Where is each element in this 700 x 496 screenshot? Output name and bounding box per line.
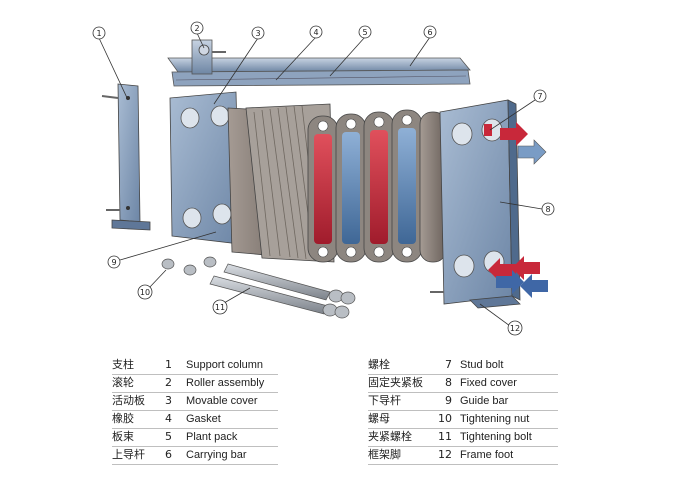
legend-cn: 框架脚	[368, 448, 401, 461]
legend-row: 下导杆 9 Guide bar	[368, 392, 558, 411]
legend-row: 活动板 3 Movable cover	[112, 392, 278, 411]
callout-4: 4	[309, 25, 323, 39]
legend-row: 夹紧螺栓 11 Tightening bolt	[368, 428, 558, 447]
legend-row: 橡胶 4 Gasket	[112, 410, 278, 429]
legend-row: 螺母 10 Tightening nut	[368, 410, 558, 429]
svg-text:6: 6	[427, 28, 432, 37]
callout-10: 10	[137, 284, 153, 300]
frame-foot	[469, 295, 521, 309]
legend-cn: 夹紧螺栓	[368, 430, 412, 443]
legend-num: 11	[438, 430, 452, 443]
stud-bolts	[430, 124, 492, 293]
svg-text:8: 8	[545, 205, 550, 214]
legend-en: Tightening nut	[460, 413, 530, 425]
svg-text:2: 2	[194, 24, 199, 33]
carrying-bar	[167, 57, 471, 87]
legend-cn: 板束	[112, 430, 134, 443]
callout-12: 12	[507, 320, 523, 336]
callout-6: 6	[423, 25, 437, 39]
legend-row: 滚轮 2 Roller assembly	[112, 374, 278, 393]
legend-en: Frame foot	[460, 449, 514, 461]
legend-right: 螺栓 7 Stud bolt 固定夹紧板 8 Fixed cover 下导杆 9 Guide…	[368, 356, 558, 466]
callout-1: 1	[92, 26, 106, 40]
legend-num: 8	[445, 376, 452, 389]
legend-num: 1	[165, 358, 172, 371]
legend-en: Plant pack	[186, 431, 238, 443]
legend-cn: 螺母	[368, 412, 390, 425]
legend-num: 10	[438, 412, 452, 425]
svg-text:9: 9	[111, 258, 116, 267]
legend-en: Carrying bar	[186, 449, 247, 461]
support-column	[101, 83, 151, 231]
legend-cn: 活动板	[112, 394, 145, 407]
legend-row: 上导杆 6 Carrying bar	[112, 446, 278, 465]
legend-en: Guide bar	[460, 395, 509, 407]
flow-arrows	[488, 122, 548, 298]
legend-cn: 滚轮	[112, 376, 134, 389]
svg-text:1: 1	[96, 29, 101, 38]
legend-cn: 下导杆	[368, 394, 401, 407]
legend-num: 9	[445, 394, 452, 407]
callout-11: 11	[212, 299, 228, 315]
legend-num: 12	[438, 448, 452, 461]
svg-text:11: 11	[215, 303, 225, 312]
legend-cn: 固定夹紧板	[368, 376, 423, 389]
legend-en: Fixed cover	[460, 377, 517, 389]
svg-text:5: 5	[362, 28, 367, 37]
legend-cn: 螺栓	[368, 358, 390, 371]
callout-7: 7	[533, 89, 547, 103]
legend-en: Gasket	[186, 413, 221, 425]
legend-num: 4	[165, 412, 172, 425]
plate-hot-1	[307, 115, 339, 263]
legend-cn: 上导杆	[112, 448, 145, 461]
legend-num: 3	[165, 394, 172, 407]
legend-row: 固定夹紧板 8 Fixed cover	[368, 374, 558, 393]
legend-num: 2	[165, 376, 172, 389]
callout-9: 9	[107, 255, 121, 269]
svg-text:10: 10	[140, 288, 150, 297]
roller-assembly	[191, 39, 226, 75]
legend-left: 支柱 1 Support column 滚轮 2 Roller assembly 活动板…	[112, 356, 278, 466]
tightening-nuts	[161, 256, 217, 276]
plate-cold-2	[391, 109, 423, 263]
svg-text:4: 4	[313, 28, 318, 37]
leader-lines	[98, 32, 543, 327]
callout-2: 2	[190, 21, 204, 35]
legend-cn: 橡胶	[112, 412, 134, 425]
tightening-bolts	[209, 263, 356, 319]
legend-en: Roller assembly	[186, 377, 265, 389]
callout-8: 8	[541, 202, 555, 216]
plate-cold-1	[335, 113, 367, 263]
legend-en: Support column	[186, 359, 264, 371]
legend-en: Stud bolt	[460, 359, 504, 371]
fixed-cover	[439, 99, 521, 305]
legend-en: Tightening bolt	[460, 431, 532, 443]
legend-num: 6	[165, 448, 172, 461]
callout-5: 5	[358, 25, 372, 39]
plate-hot-2	[363, 111, 395, 263]
svg-text:7: 7	[537, 92, 542, 101]
plate-pack	[245, 103, 447, 263]
legend-row: 螺栓 7 Stud bolt	[368, 356, 558, 375]
svg-text:3: 3	[255, 29, 260, 38]
legend-num: 7	[445, 358, 452, 371]
legend-row: 支柱 1 Support column	[112, 356, 278, 375]
svg-text:12: 12	[510, 324, 520, 333]
callout-3: 3	[251, 26, 265, 40]
legend-cn: 支柱	[112, 358, 134, 371]
legend-en: Movable cover	[186, 395, 258, 407]
legend-num: 5	[165, 430, 172, 443]
movable-cover	[169, 91, 241, 245]
legend-row: 框架脚 12 Frame foot	[368, 446, 558, 465]
legend-row: 板束 5 Plant pack	[112, 428, 278, 447]
